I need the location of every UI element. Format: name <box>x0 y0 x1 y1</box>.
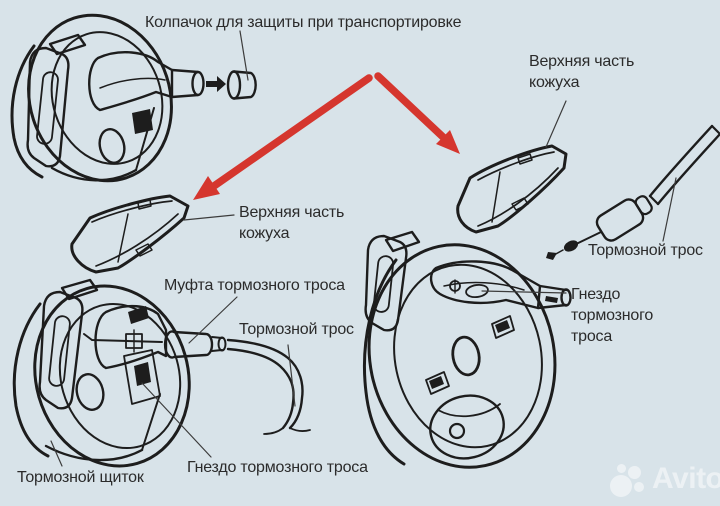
leader-cable-socket-bottom <box>141 382 212 458</box>
label-upper-housing-left: Верхняя часть кожуха <box>239 204 345 242</box>
leader-upper-housing-right <box>545 100 567 148</box>
red-arrow-right <box>374 72 460 154</box>
leader-brake-shield <box>50 440 63 467</box>
red-arrow-left <box>193 74 373 200</box>
label-cable-socket-right: Гнездо тормозного троса <box>571 286 654 345</box>
label-brake-shield: Тормозной щиток <box>17 469 144 486</box>
avito-logo-icon <box>606 458 646 500</box>
label-brake-cable-right: Тормозной трос <box>588 242 703 259</box>
leader-cable-coupling <box>188 296 238 344</box>
leader-transport-cap <box>239 30 249 81</box>
leader-cable-socket-right <box>481 290 567 294</box>
latch-slot-detail <box>132 109 153 134</box>
label-upper-housing-right: Верхняя часть кожуха <box>529 53 635 91</box>
leader-upper-housing-left <box>183 214 235 221</box>
leader-lines <box>50 30 677 467</box>
brake-drum-assembly-illustration <box>362 230 572 469</box>
leader-brake-cable-right <box>662 177 677 242</box>
label-brake-cable-left: Тормозной трос <box>239 321 354 338</box>
label-cable-coupling: Муфта тормозного троса <box>164 277 345 294</box>
avito-watermark-text: Avito <box>652 462 720 495</box>
upper-housing-left-illustration <box>70 194 190 274</box>
brake-assembly-with-cable-illustration <box>12 278 311 468</box>
leader-brake-cable-left <box>287 344 296 407</box>
brake-assembly-top-illustration <box>10 13 205 183</box>
upper-housing-right-illustration <box>456 144 568 234</box>
brake-cable-right-illustration <box>546 124 720 260</box>
insert-direction-arrow-icon <box>206 76 226 92</box>
cable-socket-detail <box>134 362 151 386</box>
avito-watermark: Avito <box>606 458 720 500</box>
label-transport-cap: Колпачок для защиты при транспортировке <box>145 14 462 31</box>
transport-cap-illustration <box>226 70 257 100</box>
label-cable-socket-bottom: Гнездо тормозного троса <box>187 459 368 476</box>
